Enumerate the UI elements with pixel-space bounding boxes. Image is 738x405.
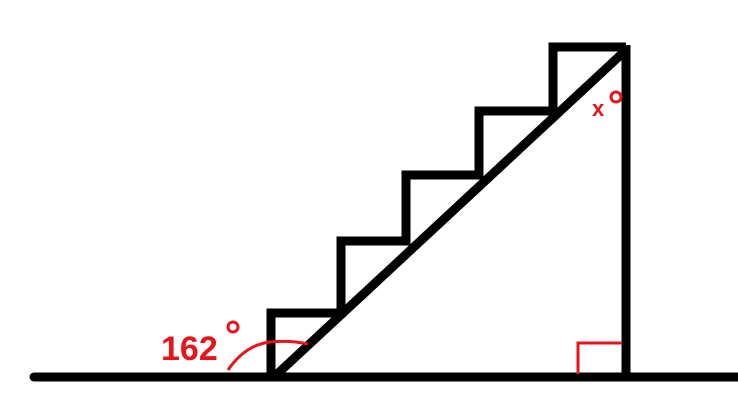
given-angle-value: 162 bbox=[161, 330, 218, 368]
unknown-angle-variable: x bbox=[592, 96, 605, 121]
given-angle-degree-symbol bbox=[226, 320, 240, 334]
given-angle-arc bbox=[226, 339, 309, 371]
staircase-steps bbox=[266, 42, 626, 377]
right-angle-marker bbox=[576, 341, 622, 374]
hypotenuse-line bbox=[269, 45, 631, 382]
unknown-angle-degree-symbol bbox=[609, 90, 623, 104]
